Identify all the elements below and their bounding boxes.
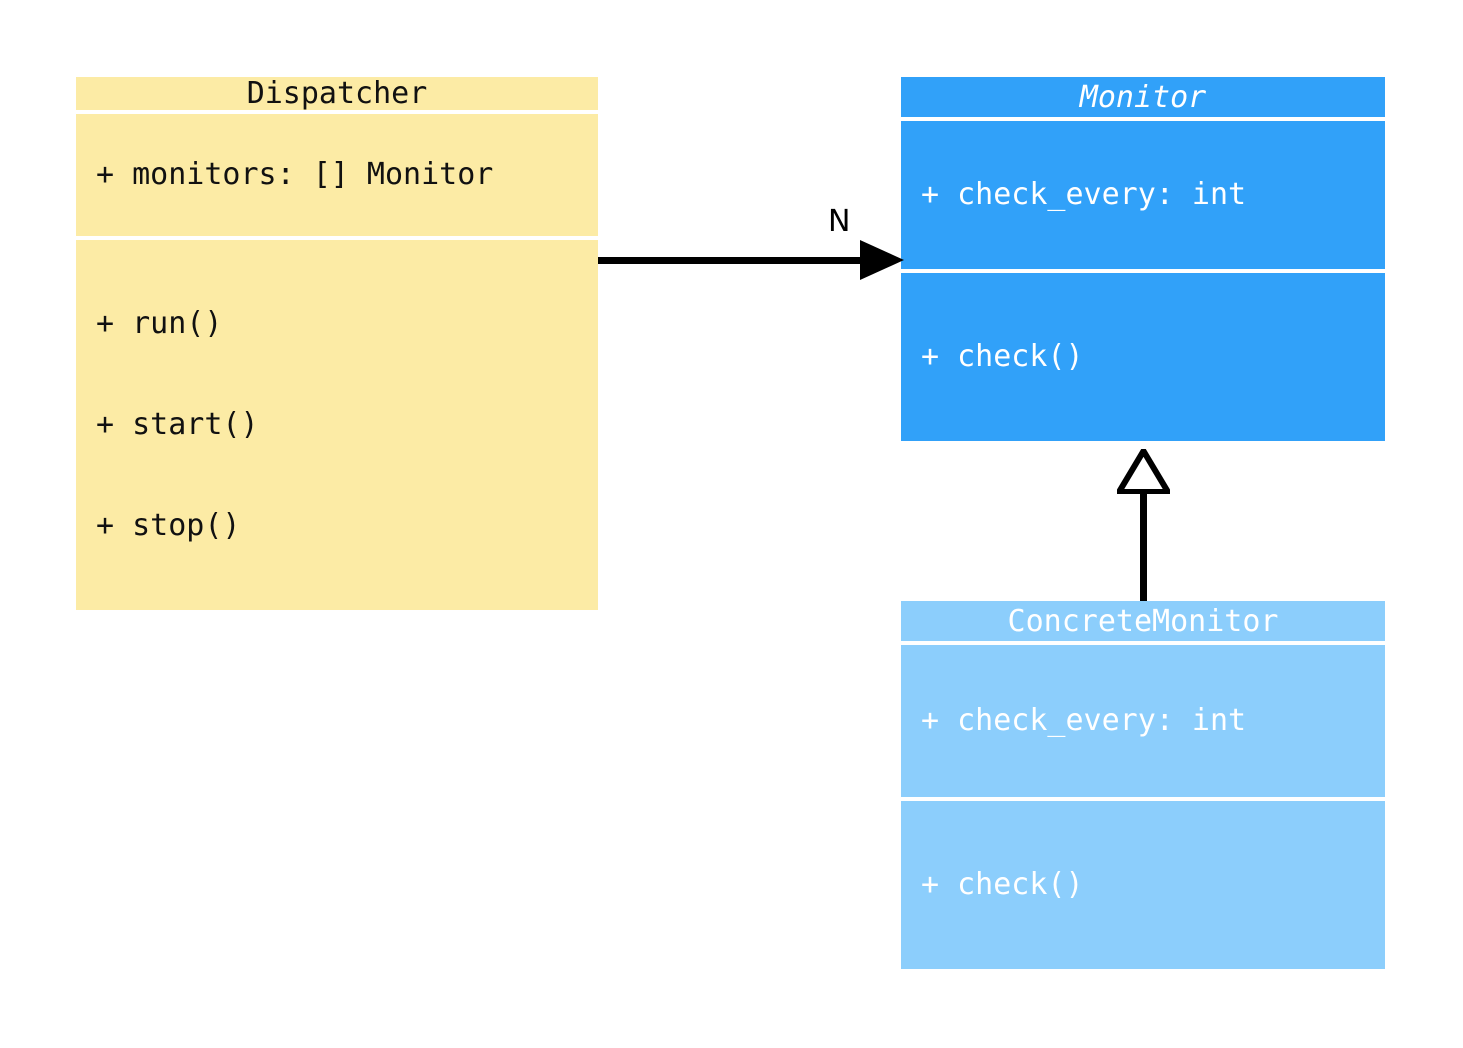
class-box-monitor[interactable]: Monitor + check_every: int + check() <box>901 77 1385 441</box>
class-attributes-compartment-dispatcher: + monitors: [] Monitor <box>76 114 598 236</box>
method-item: + run() <box>96 306 223 342</box>
association-line-dispatcher-monitor <box>598 257 868 264</box>
class-name-concrete-monitor: ConcreteMonitor <box>1007 603 1279 639</box>
attribute-item: + check_every: int <box>921 177 1247 213</box>
association-multiplicity-label: N <box>828 204 851 239</box>
method-item: + start() <box>96 406 259 442</box>
generalization-hollow-triangle-icon <box>1117 449 1170 494</box>
method-item: + stop() <box>96 507 241 543</box>
attribute-list-concrete-monitor: + check_every: int <box>901 637 1385 805</box>
class-title-compartment-concrete-monitor: ConcreteMonitor <box>901 601 1385 642</box>
class-methods-compartment-monitor: + check() <box>901 273 1385 441</box>
class-box-concrete-monitor[interactable]: ConcreteMonitor + check_every: int + che… <box>901 601 1385 969</box>
class-box-dispatcher[interactable]: Dispatcher + monitors: [] Monitor + run(… <box>76 77 598 610</box>
method-list-dispatcher: + run() + start() + stop() <box>76 240 598 610</box>
association-arrowhead-icon <box>860 240 904 280</box>
method-list-concrete-monitor: + check() <box>901 801 1385 969</box>
method-item: + check() <box>921 339 1084 375</box>
method-item: + check() <box>921 867 1084 903</box>
class-attributes-compartment-monitor: + check_every: int <box>901 121 1385 270</box>
attribute-item: + check_every: int <box>921 703 1247 739</box>
class-title-compartment-dispatcher: Dispatcher <box>76 77 598 110</box>
generalization-line-concrete-monitor-monitor <box>1140 490 1147 601</box>
class-name-monitor: Monitor <box>1079 79 1207 115</box>
class-methods-compartment-dispatcher: + run() + start() + stop() <box>76 240 598 610</box>
class-attributes-compartment-concrete-monitor: + check_every: int <box>901 645 1385 798</box>
attribute-list-dispatcher: + monitors: [] Monitor <box>76 91 598 259</box>
class-name-dispatcher: Dispatcher <box>246 76 428 111</box>
class-title-compartment-monitor: Monitor <box>901 77 1385 118</box>
attribute-list-monitor: + check_every: int <box>901 111 1385 279</box>
class-methods-compartment-concrete-monitor: + check() <box>901 801 1385 969</box>
attribute-item: + monitors: [] Monitor <box>96 157 494 193</box>
method-list-monitor: + check() <box>901 273 1385 441</box>
